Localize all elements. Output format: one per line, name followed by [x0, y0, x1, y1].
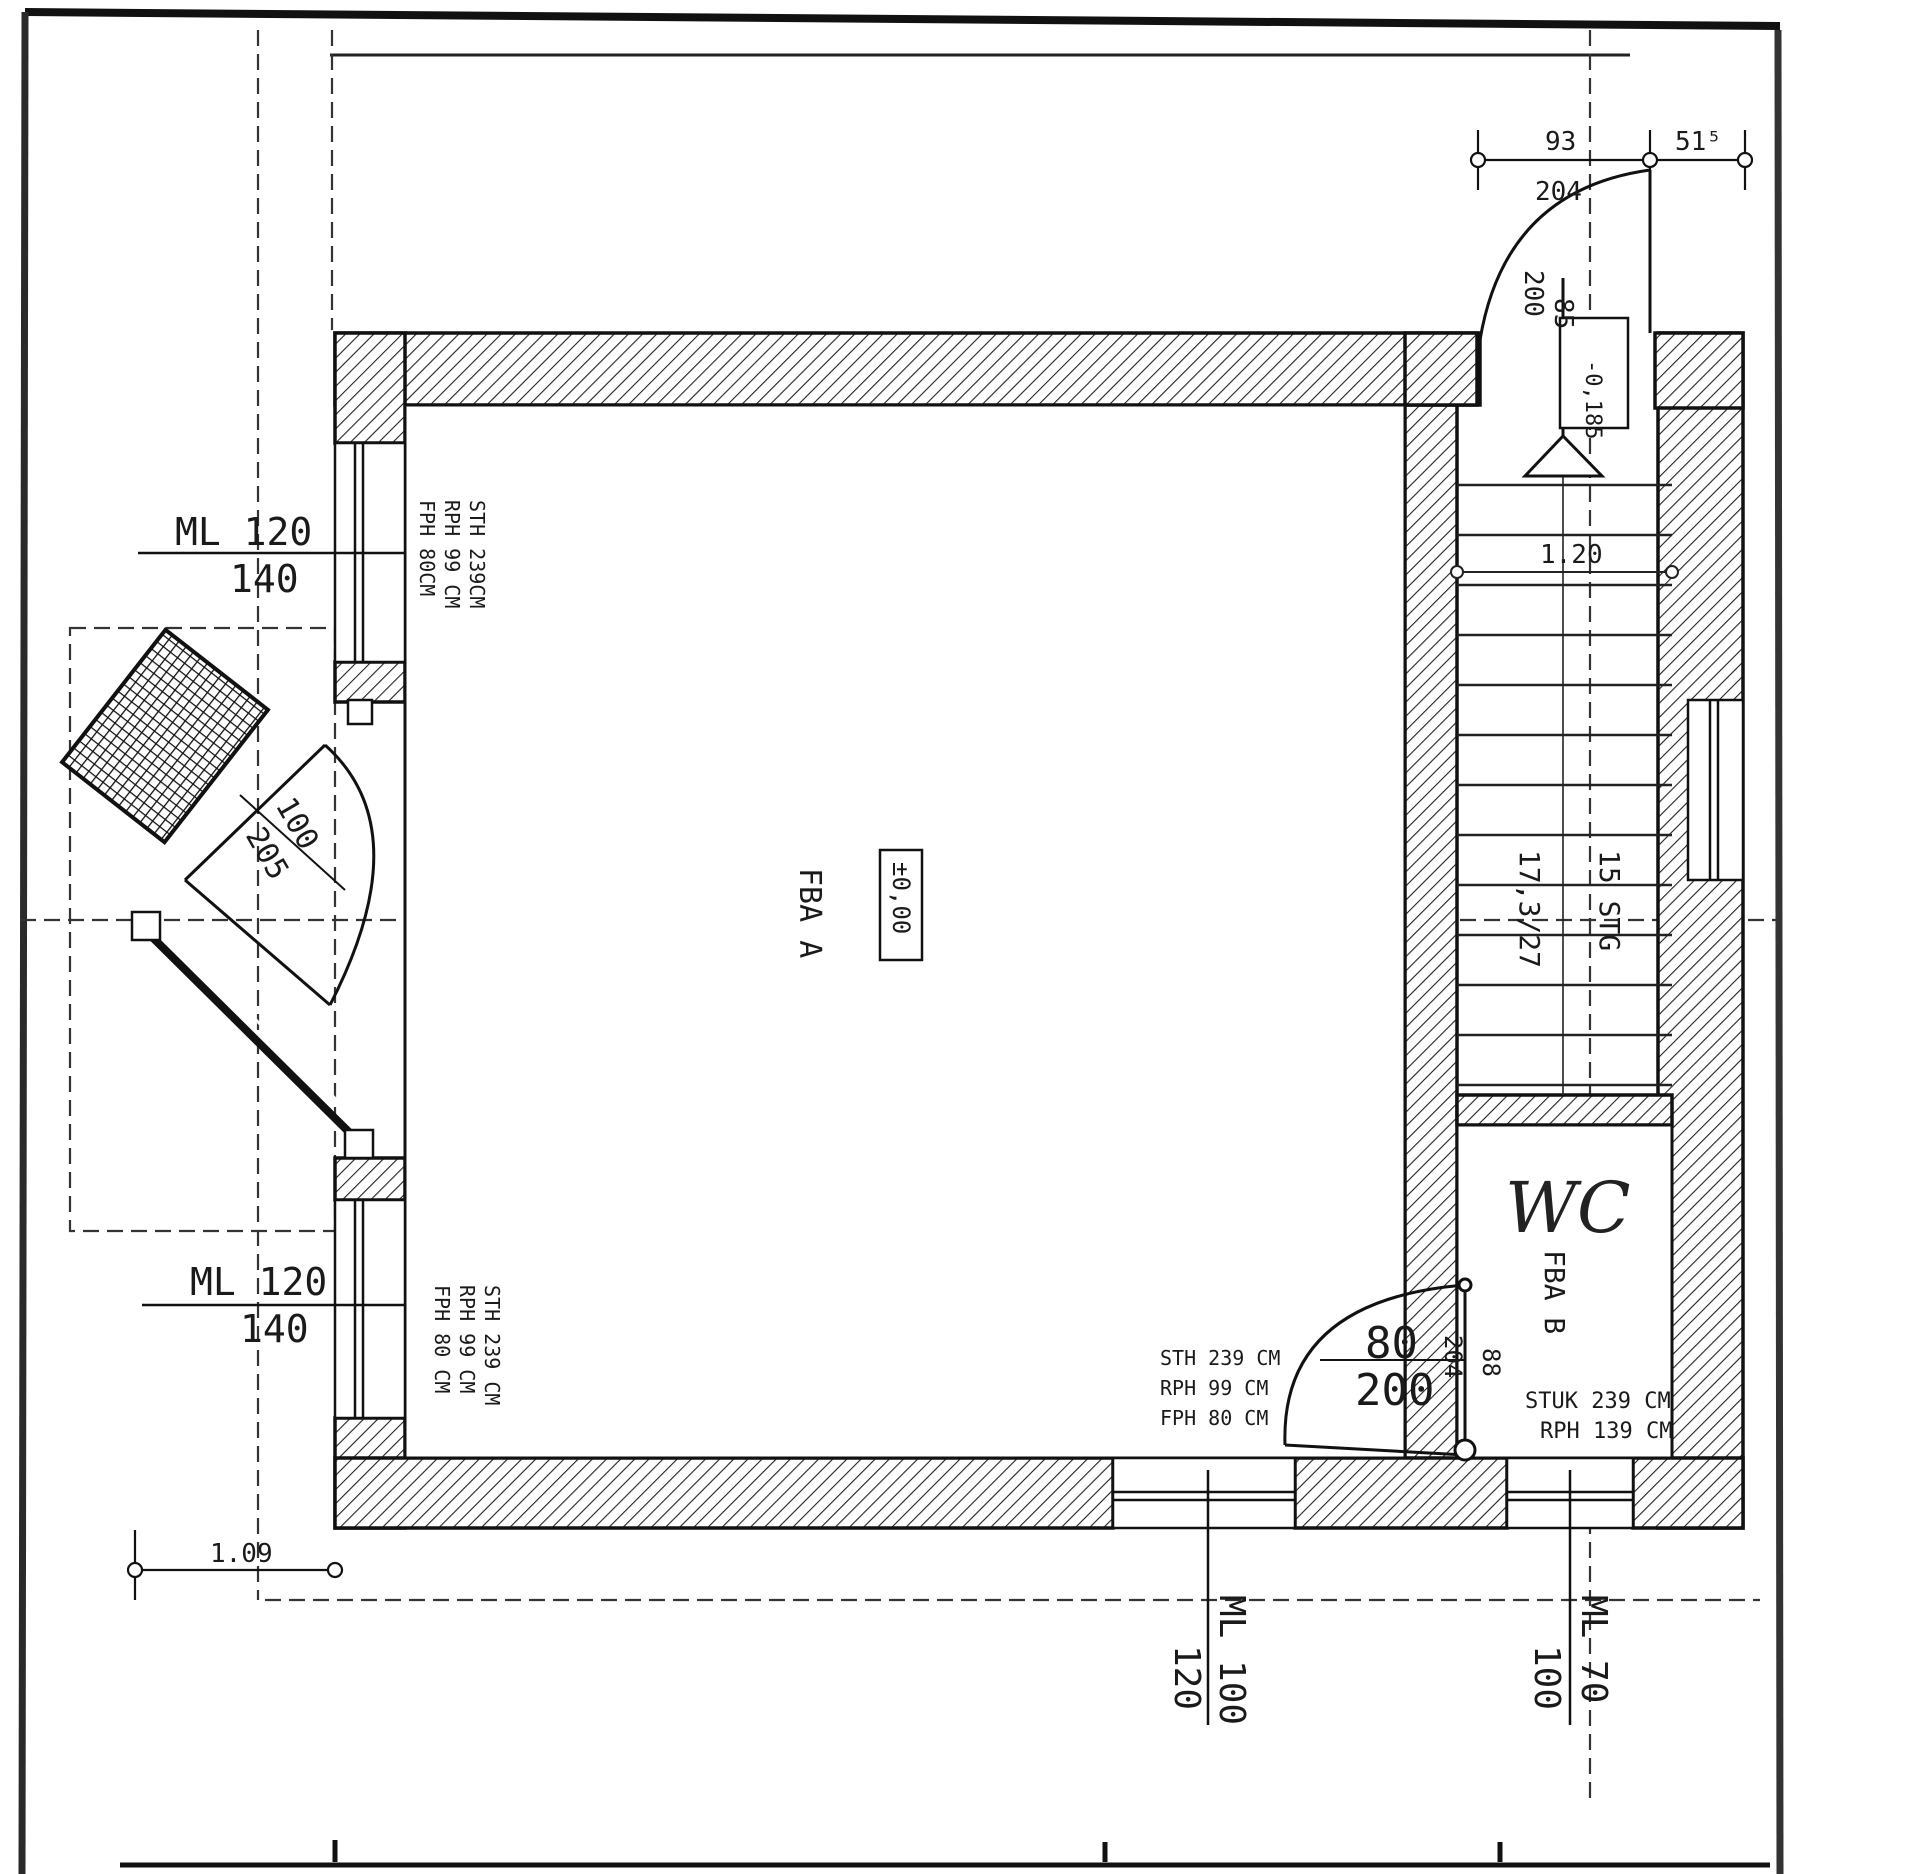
- door-wc-note-3: FPH 80 CM: [1160, 1406, 1268, 1430]
- stair-steps-label: 15 STG: [1593, 850, 1626, 951]
- window-bottom-1-size-top: ML 100: [1211, 1595, 1252, 1725]
- bottom-scan-marks: [120, 1840, 1770, 1868]
- window-left-lower-note-1: STH 239 CM: [480, 1285, 504, 1405]
- door-stair-width: 85: [1548, 298, 1578, 329]
- window-bottom-2-size-bottom: 100: [1526, 1645, 1567, 1710]
- door-stair-other: 204: [1535, 177, 1582, 207]
- stair-treads: [1457, 420, 1672, 1095]
- room-main-level: ±0,00: [887, 862, 915, 934]
- door-wc: [1283, 1277, 1477, 1462]
- room-wc-area: [1455, 1123, 1674, 1460]
- stair-riser-label: 17,3/27: [1513, 850, 1546, 968]
- doormat-grid: [59, 626, 271, 846]
- window-left-upper-note-2: RPH 99 CM: [440, 500, 464, 608]
- stair-level-box: [1558, 316, 1630, 430]
- room-wc-label: FBA B: [1538, 1250, 1571, 1334]
- dimension-top-b: 51⁵: [1675, 127, 1722, 157]
- window-left-lower: [333, 1198, 407, 1420]
- left-bottom-dimension: [126, 1530, 344, 1600]
- door-entry: [130, 698, 376, 1160]
- door-stair-top: [1478, 168, 1652, 341]
- window-bottom-1: [1111, 1456, 1297, 1530]
- window-left-upper-size-bottom: 140: [230, 557, 299, 601]
- page-scan-edges: [18, 8, 1784, 1874]
- door-wc-dim: 88: [1477, 1348, 1505, 1377]
- stair-level-label: -0,185: [1580, 360, 1605, 439]
- stair-width-label: 1.20: [1540, 540, 1603, 570]
- wc-window-note-1: STUK 239 CM: [1525, 1389, 1671, 1414]
- window-left-upper-size-top: ML 120: [175, 510, 312, 554]
- window-left-lower-note-3: FPH 80 CM: [430, 1285, 454, 1393]
- door-wc-width: 80: [1365, 1318, 1418, 1369]
- window-left-upper-note-1: STH 239CM: [465, 500, 489, 608]
- window-left-lower-note-2: RPH 99 CM: [455, 1285, 479, 1393]
- door-wc-height: 200: [1355, 1365, 1434, 1416]
- window-left-lower-size-top: ML 120: [190, 1260, 327, 1304]
- door-wc-note-1: STH 239 CM: [1160, 1346, 1280, 1370]
- wc-handwritten: WC: [1505, 1167, 1631, 1249]
- window-left-upper-note-3: FPH 80CM: [415, 500, 439, 596]
- door-wc-note-2: RPH 99 CM: [1160, 1376, 1268, 1400]
- top-dimension-chain: [1469, 130, 1754, 190]
- stair-width-dimension: [1450, 565, 1679, 579]
- door-stair-height: 200: [1518, 270, 1548, 317]
- door-wc-side: 204: [1439, 1335, 1467, 1378]
- level-box: [878, 848, 924, 962]
- window-bottom-2-size-top: ML 70: [1573, 1595, 1614, 1703]
- window-right: [1686, 698, 1745, 882]
- window-bottom-1-size-bottom: 120: [1166, 1645, 1207, 1710]
- dimension-top-a: 93: [1545, 127, 1576, 157]
- wc-window-note-2: RPH 139 CM: [1540, 1419, 1672, 1444]
- window-left-lower-size-bottom: 140: [240, 1307, 309, 1351]
- room-main-label: FBA A: [792, 868, 827, 958]
- dimension-left-bottom: 1.09: [210, 1539, 273, 1569]
